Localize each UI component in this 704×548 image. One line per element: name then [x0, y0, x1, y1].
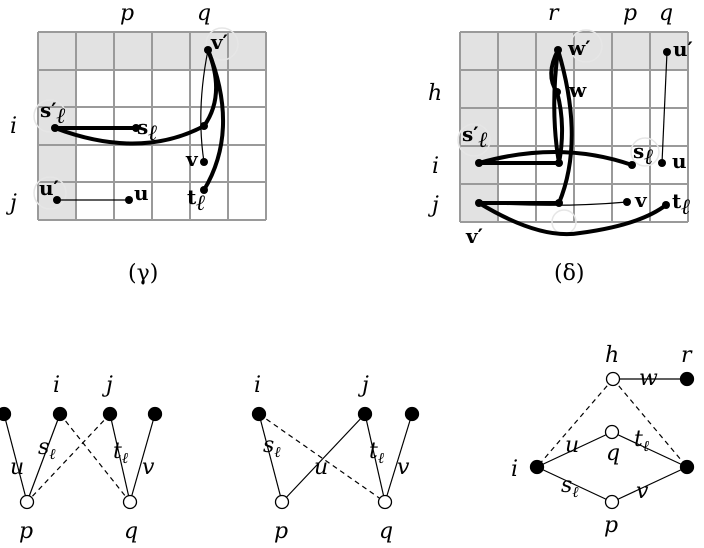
- delta-edge-w-i: [555, 90, 565, 165]
- delta-vertex-w: w: [568, 78, 587, 102]
- delta-vertex-t: tℓ: [672, 189, 691, 220]
- graph3-edge-s: sℓ: [561, 473, 579, 501]
- graph2-node-j: [357, 406, 373, 422]
- delta-grid: [459, 31, 689, 223]
- gamma-vertex-t: tℓ: [187, 185, 206, 216]
- gamma-vertex-s-prime: s′ℓ: [40, 98, 66, 129]
- graph2-label-j: j: [357, 373, 369, 398]
- delta-vertex-u: u: [672, 149, 687, 173]
- graph1-edge-s: sℓ: [38, 435, 56, 463]
- gamma-vertex-v-prime: v′: [210, 30, 228, 54]
- delta-edge-vprime-t: [477, 201, 668, 237]
- graph3-node-i: [529, 459, 545, 475]
- graph3-node-p: [604, 494, 620, 510]
- delta-edge-wprime-j: [556, 48, 574, 205]
- graph3-edge-v: v: [636, 479, 649, 504]
- graph2-label-p: p: [274, 519, 288, 544]
- graph1-node-i: [52, 406, 68, 422]
- delta-vertex-u-prime: u′: [673, 37, 693, 61]
- graph1-label-j: j: [101, 373, 113, 398]
- graph2-node-p: [274, 494, 290, 510]
- graph2-edge-s: sℓ: [263, 433, 281, 461]
- gamma-edge-vprime-v: [200, 49, 209, 163]
- delta-vertex-v: v: [634, 188, 648, 212]
- graph-3: h r i q p w u tℓ sℓ v: [511, 343, 695, 538]
- graph1-label-p: p: [19, 519, 33, 544]
- delta-col-label-p: p: [623, 1, 637, 26]
- delta-col-label-r: r: [548, 1, 560, 26]
- delta-row-label-j: j: [427, 193, 439, 218]
- graph1-node-right: [147, 406, 163, 422]
- delta-row-label-i: i: [432, 154, 439, 179]
- gamma-edge-vprime-t: [202, 48, 226, 192]
- delta-row-label-h: h: [428, 81, 442, 106]
- graph-1: i j p q u sℓ tℓ v: [0, 373, 163, 544]
- graph1-node-j: [102, 406, 118, 422]
- graph1-edge-v: v: [142, 455, 155, 480]
- panel-delta: r p q h i j w′ w u′ s′ℓ sℓ u v tℓ v′ (δ): [427, 1, 693, 286]
- delta-col-label-q: q: [659, 1, 673, 26]
- panel-gamma: p q i j v′ s′ℓ sℓ v tℓ u′ u (γ): [5, 1, 267, 286]
- graph1-edge-u: u: [10, 455, 24, 480]
- gamma-row-label-i: i: [10, 114, 17, 139]
- gamma-vertex-v: v: [185, 147, 199, 171]
- graph2-label-i: i: [254, 373, 261, 398]
- graph2-node-q: [377, 494, 393, 510]
- graph2-edge-u: u: [314, 455, 328, 480]
- graph2-node-right: [404, 406, 420, 422]
- gamma-row-label-j: j: [5, 191, 17, 216]
- graph1-label-i: i: [53, 373, 60, 398]
- delta-vertex-s-prime: s′ℓ: [462, 122, 488, 153]
- delta-vertex-s: sℓ: [633, 139, 654, 170]
- graph3-label-q: q: [606, 441, 620, 466]
- gamma-col-label-p: p: [120, 1, 134, 26]
- graph3-label-i: i: [511, 457, 518, 482]
- gamma-col-label-q: q: [197, 1, 211, 26]
- graph3-edge-u: u: [565, 433, 579, 458]
- delta-edge-uprime-u: [661, 51, 668, 164]
- delta-vertex-w-prime: w′: [567, 36, 591, 60]
- gamma-vertex-u-prime: u′: [39, 176, 59, 200]
- graph3-node-r: [679, 371, 695, 387]
- gamma-vertex-u: u: [134, 181, 149, 205]
- graph1-node-p: [19, 494, 35, 510]
- graph2-node-i: [251, 406, 267, 422]
- graph3-edge-t: tℓ: [634, 427, 649, 455]
- graph3-node-right: [679, 459, 695, 475]
- gamma-caption: (γ): [128, 261, 158, 286]
- graph2-label-q: q: [379, 519, 393, 544]
- graph2-edge-v: v: [397, 455, 410, 480]
- graph3-edge-w: w: [639, 366, 658, 391]
- graph1-node-q: [122, 494, 138, 510]
- gamma-edge-s-prime-q: [53, 124, 206, 146]
- graph3-label-r: r: [681, 343, 693, 368]
- graph3-label-h: h: [605, 343, 619, 368]
- delta-edge-sprime-s: [477, 149, 634, 167]
- delta-vertex-v-prime: v′: [465, 224, 483, 248]
- graph3-label-p: p: [604, 513, 618, 538]
- graph2-edge-t: tℓ: [369, 439, 384, 467]
- graph1-label-q: q: [124, 519, 138, 544]
- delta-caption: (δ): [554, 261, 584, 286]
- graph3-node-h: [605, 371, 621, 387]
- graph1-edge-t: tℓ: [113, 439, 128, 467]
- graph-2: i j p q sℓ u tℓ v: [251, 373, 420, 544]
- gamma-vertex-s: sℓ: [137, 115, 158, 146]
- graph1-node-left: [0, 406, 12, 422]
- graph3-node-q: [604, 424, 620, 440]
